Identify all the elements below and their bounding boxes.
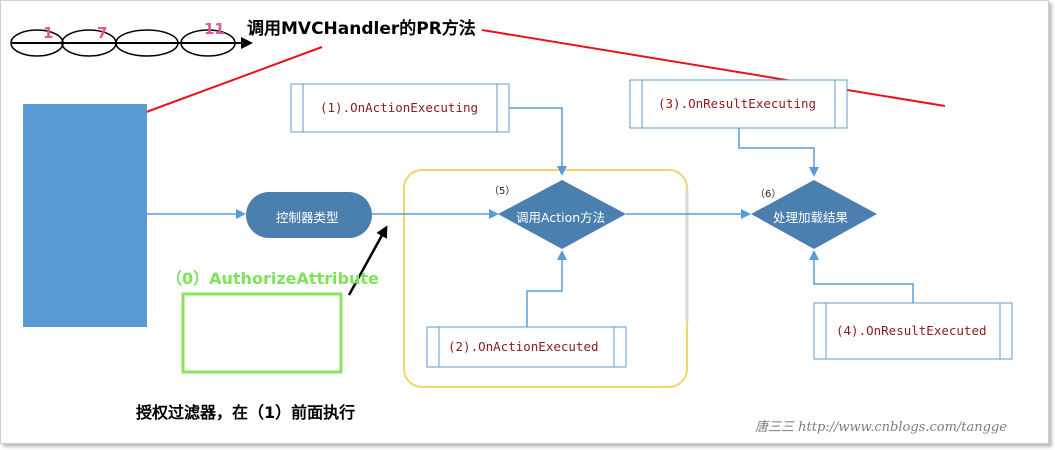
pipeline-ellipse (10, 29, 64, 57)
on-action-executing-label: (1).OnActionExecuting (320, 100, 479, 115)
pipeline-ellipse (115, 29, 179, 57)
connector-resultexecuting-to-process (738, 128, 819, 177)
on-result-executing-label: (3).OnResultExecuting (658, 96, 817, 111)
filter-box-action-executing (290, 83, 510, 133)
controller-type-node (246, 192, 372, 238)
authorize-box (181, 292, 343, 374)
connector-executed-to-call (526, 250, 567, 327)
filter-box-result-executed (813, 302, 1013, 360)
authorize-attribute-label: （0）AuthorizeAttribute (166, 269, 379, 288)
step-6-label: （6） (755, 189, 782, 200)
red-line-right (481, 29, 946, 107)
pipeline-ellipse (180, 29, 236, 57)
process-result-diamond (751, 180, 877, 249)
connector-executing-to-call (509, 107, 567, 176)
controller-type-label: 控制器类型 (276, 210, 339, 225)
authorize-arrow (347, 225, 388, 296)
filter-box-result-executing (629, 79, 848, 129)
call-action-diamond (498, 180, 626, 249)
process-result-label: 处理加载结果 (773, 210, 849, 225)
authorize-note: 授权过滤器，在（1）前面执行 (136, 403, 356, 422)
request-block (23, 104, 147, 327)
call-action-label: 调用Action方法 (516, 210, 606, 225)
filter-box-action-executed (426, 326, 627, 368)
connector-resultexecuted-to-process (809, 250, 914, 303)
pipeline-number: 7 (97, 24, 108, 42)
step-5-label: （5） (489, 186, 516, 197)
pipeline-sketch (10, 29, 253, 57)
pipeline-number: 11 (204, 20, 225, 38)
watermark: 唐三三 http://www.cnblogs.com/tangge (755, 420, 1007, 435)
pipeline-number: 1 (43, 24, 54, 42)
on-result-executed-label: (4).OnResultExecuted (836, 323, 987, 338)
diagram-title: 调用MVCHandler的PR方法 (247, 19, 476, 39)
on-action-executed-label: (2).OnActionExecuted (448, 339, 599, 354)
